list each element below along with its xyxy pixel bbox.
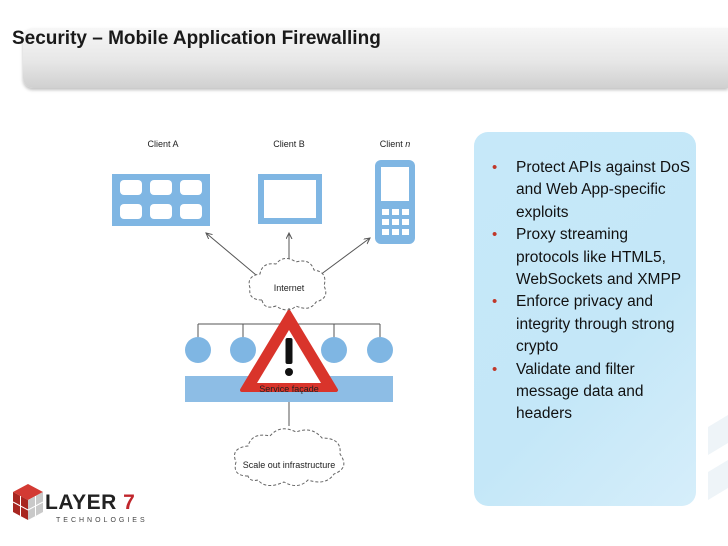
bullet-dot-icon: •	[492, 159, 498, 176]
bullet-item: • Validate and filter message data and he…	[489, 359, 694, 426]
client-a-label: Client A	[147, 139, 179, 149]
bullet-dot-icon: •	[492, 360, 498, 378]
bullet-panel	[474, 132, 696, 506]
bullet-list: • Protect APIs against DoS and Web App-sp…	[489, 157, 694, 426]
arrow-to-client-a	[206, 233, 263, 281]
client-b-label: Client B	[273, 139, 305, 149]
internet-label: Internet	[273, 283, 305, 293]
client-n-phone-icon	[375, 160, 415, 244]
watermark-cube-icon	[708, 415, 728, 500]
architecture-diagram	[112, 160, 415, 486]
bullet-item: • Proxy streaming protocols like HTML5, W…	[489, 224, 694, 291]
service-facade-label: Service façade	[259, 384, 319, 394]
client-b-icon	[258, 174, 322, 224]
client-n-suffix: n	[405, 139, 411, 149]
internet-cloud-icon	[248, 258, 327, 311]
warning-icon	[240, 310, 338, 392]
client-n-prefix: Client	[379, 139, 406, 149]
bullet-text: Enforce privacy and integrity through st…	[516, 293, 675, 356]
client-n-label: Client n	[380, 139, 411, 149]
title-bar	[23, 28, 728, 88]
logo-word: LAYER	[45, 491, 117, 514]
layer7-cube-logo-icon	[12, 484, 44, 520]
scale-out-cloud-icon	[234, 428, 345, 486]
logo-subtitle: TECHNOLOGIES	[56, 517, 148, 524]
bullet-text: Protect APIs against DoS and Web App-spe…	[516, 159, 691, 221]
bullet-item: • Enforce privacy and integrity through s…	[489, 291, 694, 358]
logo-number: 7	[123, 491, 136, 514]
bullet-text: Proxy streaming protocols like HTML5, We…	[516, 226, 682, 289]
client-a-icon	[112, 174, 210, 226]
bullet-text: Validate and filter message data and hea…	[516, 360, 644, 423]
service-nodes	[185, 337, 393, 363]
page-title: Security – Mobile Application Firewallin…	[12, 28, 381, 49]
arrow-to-client-n	[315, 238, 370, 279]
bullet-item: • Protect APIs against DoS and Web App-sp…	[489, 157, 694, 224]
bullet-dot-icon: •	[492, 226, 498, 244]
scale-out-label: Scale out infrastructure	[242, 460, 336, 470]
bullet-dot-icon: •	[492, 293, 498, 311]
logo-wordmark: LAYER 7	[45, 491, 135, 515]
